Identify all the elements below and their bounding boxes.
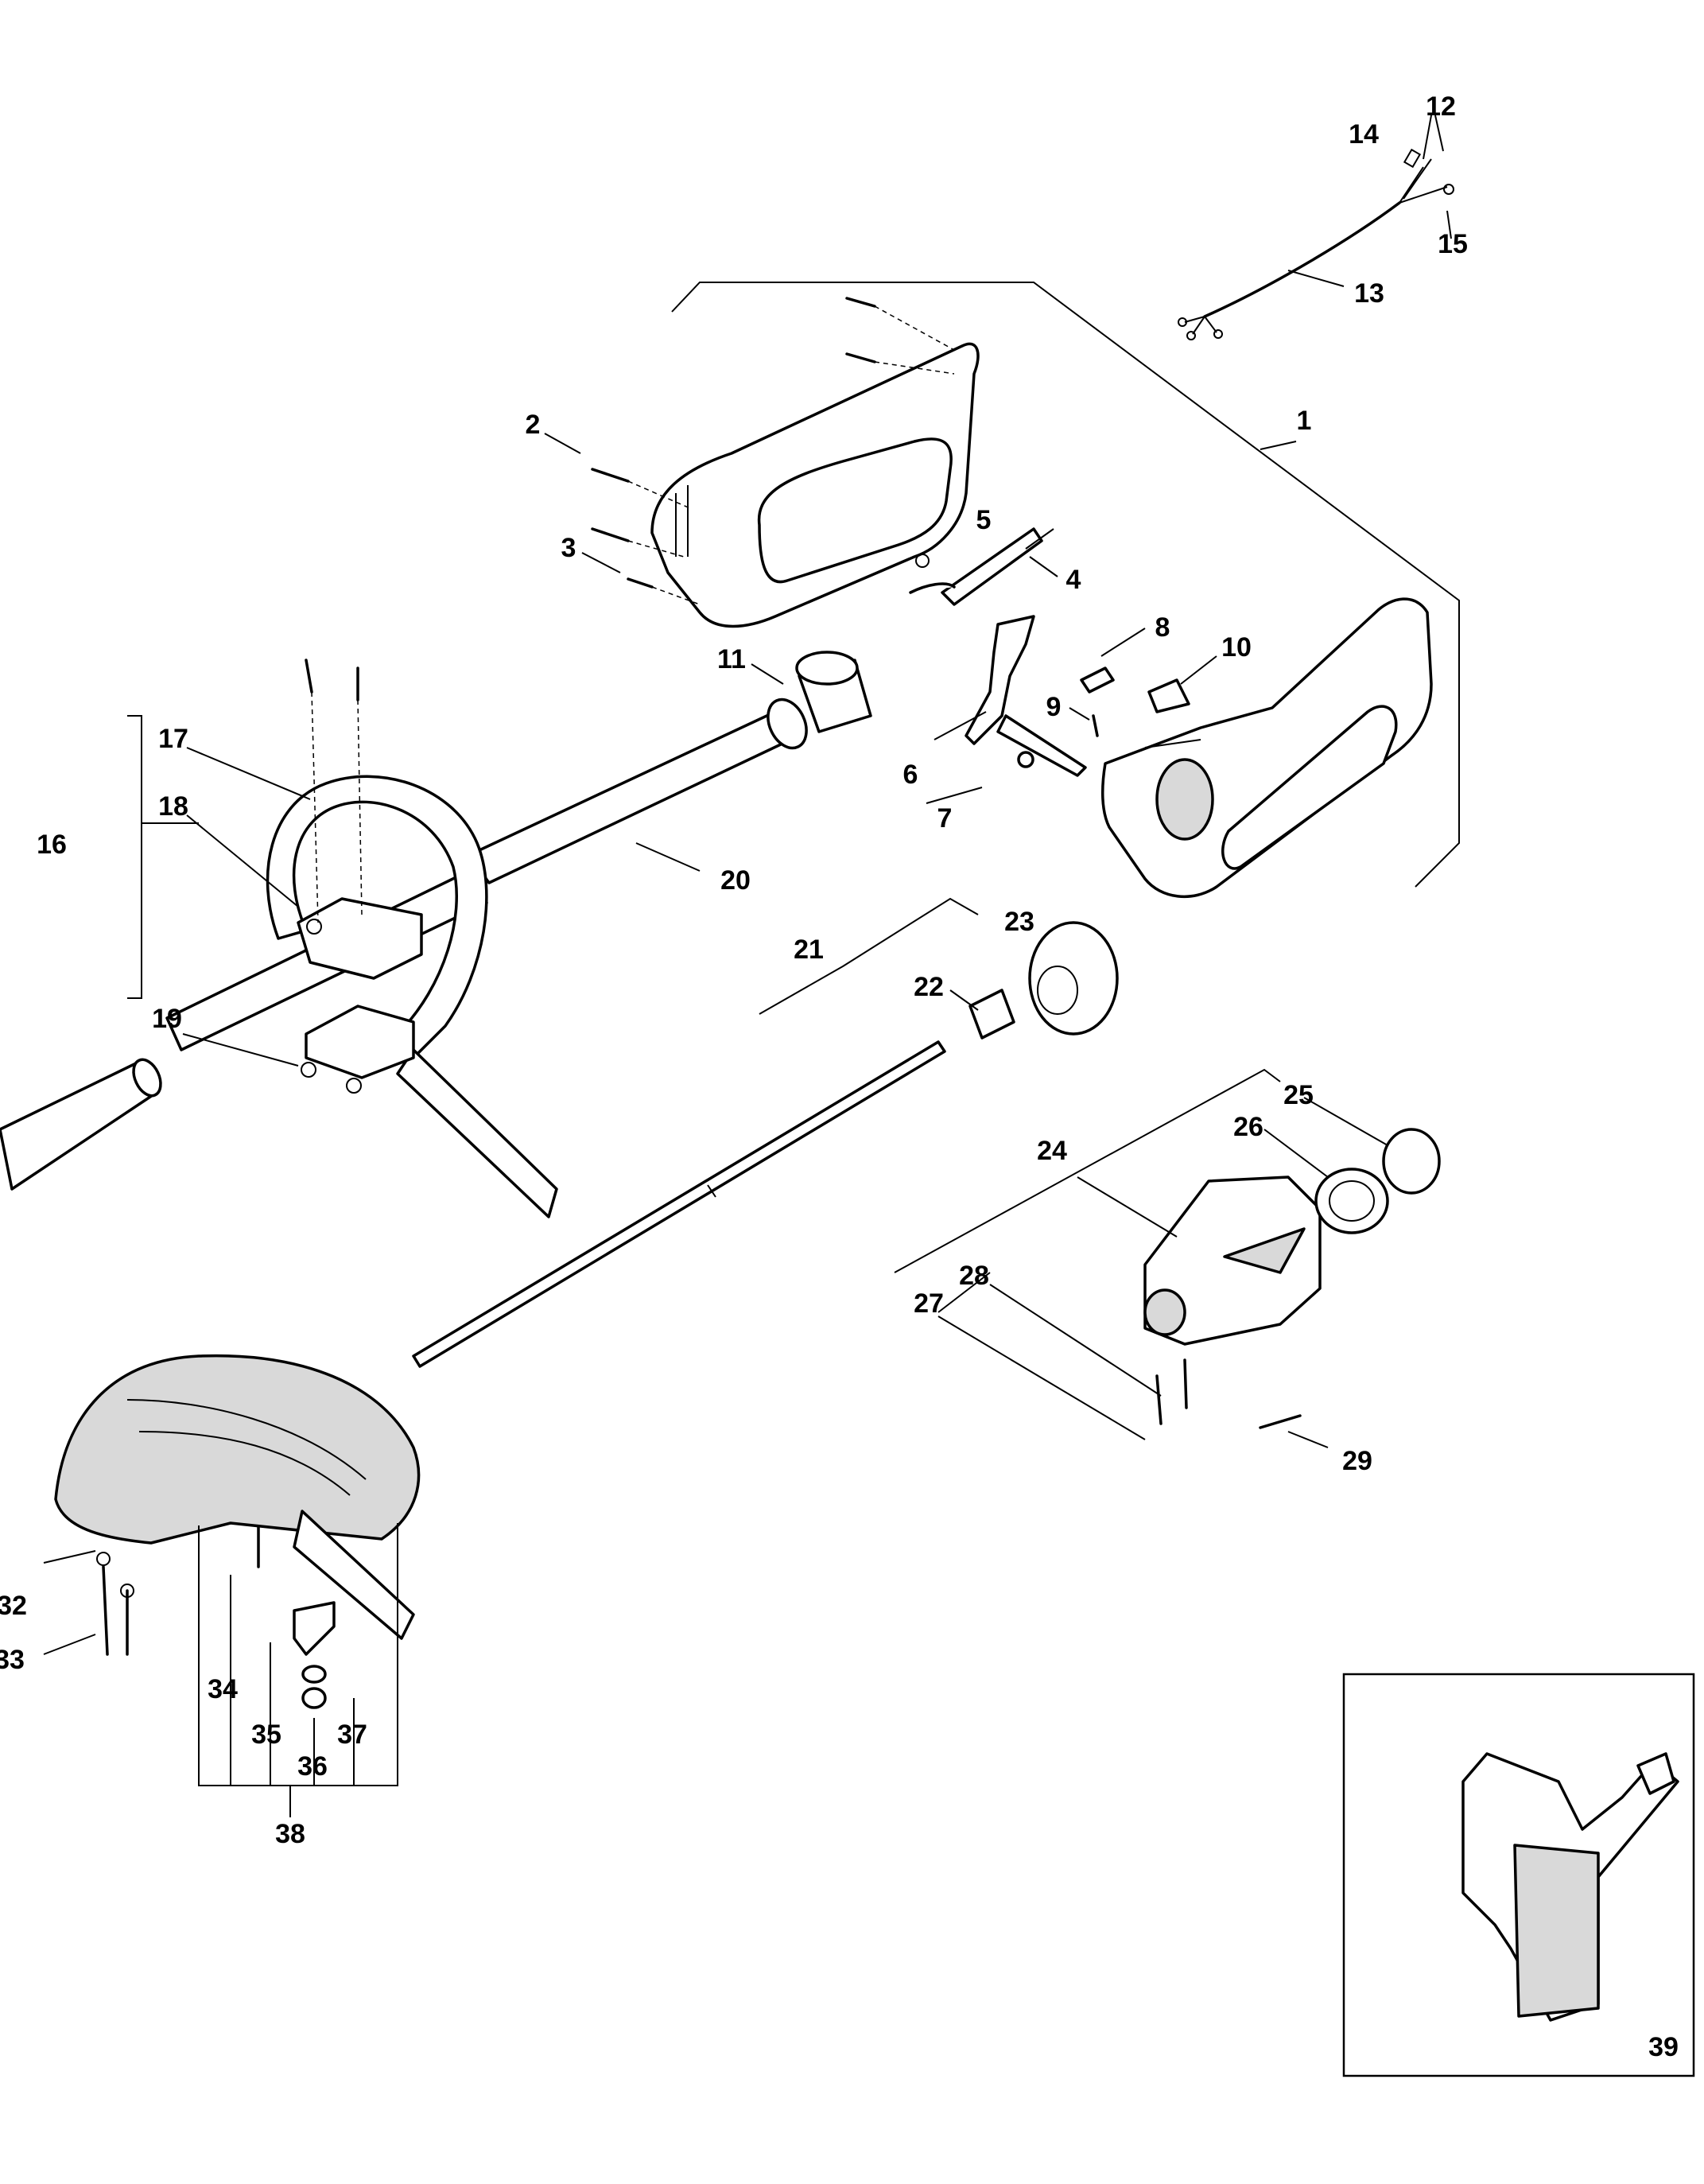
blade-guard [54,1354,421,1709]
callout-37: 37 [337,1720,367,1750]
handle-half-left [591,297,980,628]
callout-26: 26 [1233,1112,1263,1142]
callout-2: 2 [526,410,541,440]
callout-19: 19 [152,1004,182,1034]
callout-28: 28 [959,1261,989,1291]
group-bracket-21 [759,897,979,1015]
drive-tube [468,698,808,884]
callout-4: 4 [1066,565,1081,595]
callout-3: 3 [561,533,576,563]
callout-7: 7 [937,803,953,834]
harness-inset [1342,1673,1695,2077]
callout-21: 21 [794,935,824,965]
callout-1: 1 [1297,406,1312,436]
sleeve [795,651,872,733]
drive-shaft [412,921,1119,1368]
callout-6: 6 [903,760,918,790]
callout-8: 8 [1155,612,1170,643]
callout-labels: 1 2 3 4 5 6 7 8 9 10 11 12 13 14 15 16 1… [0,91,1679,2062]
callout-38: 38 [275,1819,305,1849]
callout-5: 5 [976,505,992,535]
callout-17: 17 [158,724,188,754]
callout-35: 35 [251,1720,281,1750]
group-bracket-24 [894,1068,1281,1313]
callout-32: 32 [0,1591,27,1621]
handle-half-right [1100,597,1433,898]
callout-9: 9 [1046,692,1062,722]
callout-14: 14 [1349,119,1379,150]
throttle-cable-parts [909,527,1043,606]
loop-handle [266,659,558,1218]
callout-12: 12 [1426,91,1456,122]
callout-24: 24 [1037,1136,1067,1166]
callout-39: 39 [1648,2032,1679,2062]
wiring-harness [1178,148,1454,340]
leader-lines [43,115,1452,1655]
callout-10: 10 [1221,632,1252,663]
callout-23: 23 [1004,907,1034,937]
group-bracket-1 [671,282,1460,888]
gear-housing [1143,1128,1441,1429]
callout-22: 22 [914,972,944,1002]
callout-33: 33 [0,1645,25,1675]
callout-13: 13 [1354,278,1384,309]
trigger-assembly [965,615,1190,777]
callout-29: 29 [1342,1446,1372,1476]
callout-16: 16 [37,830,67,860]
group-bracket-38 [198,1523,398,1817]
callout-15: 15 [1438,229,1468,259]
callout-34: 34 [208,1674,238,1704]
callout-27: 27 [914,1288,944,1319]
callout-18: 18 [158,791,188,822]
callout-36: 36 [297,1751,328,1782]
callout-25: 25 [1283,1080,1314,1110]
group-bracket-16 [127,715,199,999]
callout-11: 11 [717,644,746,674]
callout-20: 20 [720,865,751,896]
